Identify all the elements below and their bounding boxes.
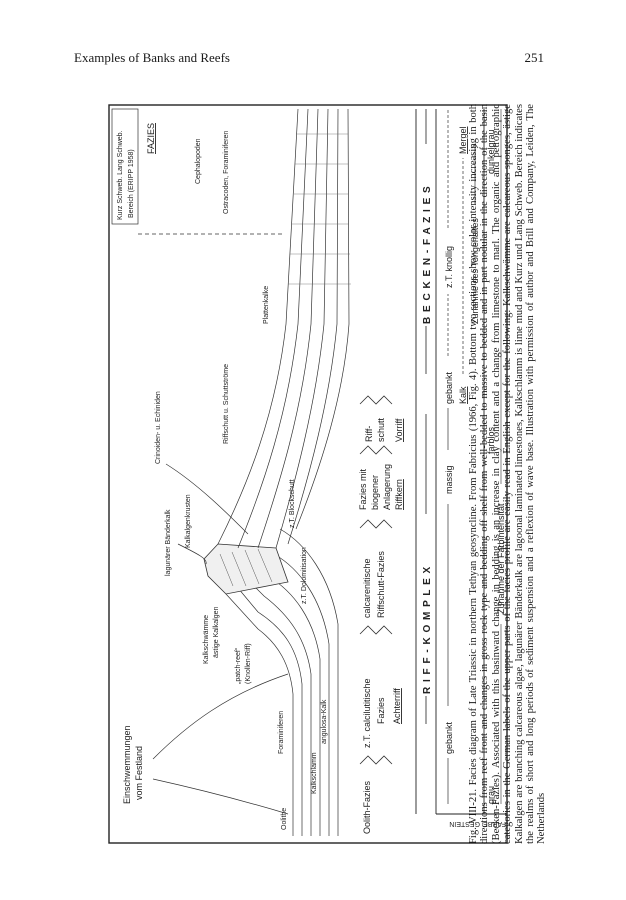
gestein-mergel: Mergel (458, 126, 468, 154)
gestein-massig: massig (444, 465, 454, 494)
label-oolith: Oolithe (281, 808, 288, 830)
label-foraminiferen: Foraminiferen (278, 711, 285, 754)
facies-calcar-1: calcarenitische (362, 558, 372, 618)
facies-biogener: biogener (370, 475, 380, 510)
label-crinoiden: Crinoiden- u. Echiniden (155, 391, 162, 464)
label-knollen: (Knollen-Riff) (245, 643, 252, 684)
note-einschwemmungen: Einschwemmungen (122, 725, 132, 804)
facies-schutt: schutt (376, 417, 386, 442)
note-festland: vom Festland (134, 746, 144, 800)
label-dolomit: z.T. Dolomitisation (301, 547, 308, 604)
cross-section (138, 109, 351, 836)
label-kalkalgen: Kalkalgenkrusten (185, 494, 192, 548)
facies-vorriff: Vorriff (394, 418, 404, 442)
page-header: Examples of Banks and Reefs 251 (74, 50, 544, 70)
gestein-gebankt-2: gebankt (444, 371, 454, 404)
facies-row: Oolith-Fazies z.T. calcilutitische Fazie… (358, 396, 404, 834)
label-riffschutt: Riffschutt u. Schuttströme (223, 364, 230, 444)
facies-anlagerung: Anlagerung (382, 464, 392, 510)
label-plattenkalk: Plattenkalke (263, 286, 270, 324)
running-title: Examples of Banks and Reefs (74, 50, 230, 66)
label-angulosa: angulosa-Kalk (321, 699, 328, 744)
label-laguna: lagunärer Bänderkalk (165, 509, 172, 576)
gestein-knollig: z.T. knollig (444, 246, 454, 288)
facies-mit: Fazies mit (358, 468, 368, 510)
label-cephalopoden: Cephalopoden (195, 138, 202, 184)
label-schlamm: Kalkschlamm (311, 752, 318, 794)
facies-diagram: Einschwemmungen vom Festland Kurz Schweb… (108, 104, 508, 844)
figure-caption: Fig. VIII-21. Facies diagram of Late Tri… (468, 104, 540, 844)
label-patch: „patch-reef“ (235, 647, 242, 684)
riff-komplex: R I F F - K O M P L E X (422, 566, 433, 694)
page-number: 251 (525, 50, 545, 66)
label-block: z.T. Blockschutt (289, 479, 296, 528)
gestein-kalk: Kalk (458, 386, 468, 404)
box-bereich: Bereich (ERIPP 1958) (128, 149, 135, 218)
label-ostracoden: Ostracoden, Foraminiferen (223, 131, 230, 214)
gestein-gebankt-1: gebankt (444, 721, 454, 754)
becken-fazies: B E C K E N - F A Z I E S (422, 185, 433, 324)
caption-text: Fig. VIII-21. Facies diagram of Late Tri… (468, 104, 548, 844)
facies-achterriff: Achterriff (392, 688, 402, 724)
facies-calci-2: Fazies (376, 697, 386, 724)
facies-riffkern: Riffkern (394, 479, 404, 510)
facies-oolith: Oolith-Fazies (362, 780, 372, 834)
facies-calcar-2: Riffschutt-Fazies (376, 551, 386, 618)
facies-riff: Riff- (364, 426, 374, 442)
label-kalkalgen2: ästige Kalkalgen (213, 607, 220, 658)
fazies-label: FAZIES (146, 123, 156, 154)
label-kalkschwaemme: Kalkschwämme (203, 615, 210, 664)
facies-calci-1: z.T. calcilutitische (362, 678, 372, 748)
box-schweb: Kurz Schweb. Lang Schweb. (117, 130, 124, 220)
